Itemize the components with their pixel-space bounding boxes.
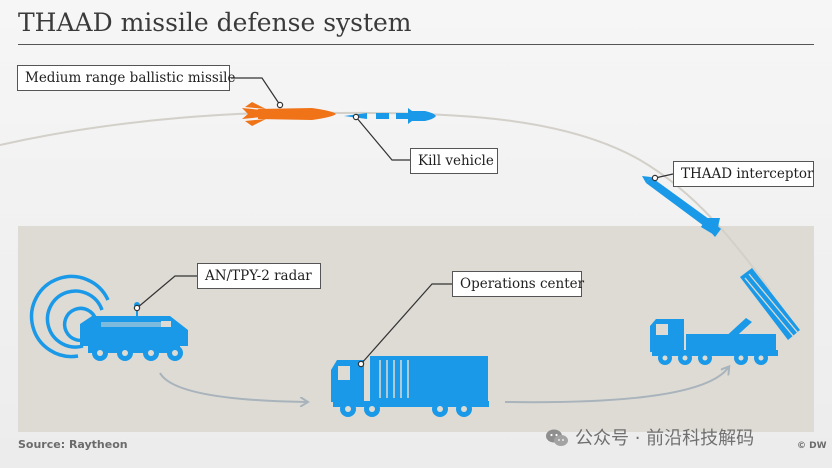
radar-waves-icon [29, 274, 110, 359]
watermark-text: 公众号 · 前沿科技解码 [575, 428, 755, 449]
leader-line-mrbm [231, 77, 281, 106]
leader-dot-kill-vehicle [352, 113, 360, 121]
launcher-truck-icon [650, 268, 800, 365]
label-operations-center: Operations center [452, 271, 584, 297]
leader-dot-ops [357, 360, 365, 368]
leader-line-radar [136, 275, 197, 309]
trajectory-arc [0, 111, 771, 291]
thaad-interceptor-icon [642, 176, 721, 237]
leader-line-ops [360, 283, 452, 365]
label-thaad-interceptor: THAAD interceptor [673, 161, 814, 187]
watermark: 公众号 · 前沿科技解码 [545, 424, 754, 450]
operations-truck-icon [331, 356, 489, 417]
source-note: Source: Raytheon [18, 438, 128, 451]
label-radar: AN/TPY-2 radar [197, 263, 321, 289]
label-kill-vehicle: Kill vehicle [410, 148, 498, 174]
page-title: THAAD missile defense system [18, 8, 412, 37]
leader-dot-mrbm [276, 101, 284, 109]
leader-line-kill-vehicle [355, 116, 410, 161]
leader-dot-radar [133, 304, 141, 312]
wechat-logo-icon [546, 429, 568, 446]
flow-arrow-ops-to-launcher [504, 368, 728, 404]
radar-vehicle-icon [80, 302, 188, 361]
ballistic-missile-icon [242, 102, 336, 126]
label-ballistic-missile: Medium range ballistic missile [17, 65, 235, 91]
leader-dot-thaad [651, 174, 659, 182]
credit: © DW [797, 441, 827, 451]
title-rule [18, 44, 814, 45]
flow-arrow-radar-to-ops [159, 372, 306, 402]
